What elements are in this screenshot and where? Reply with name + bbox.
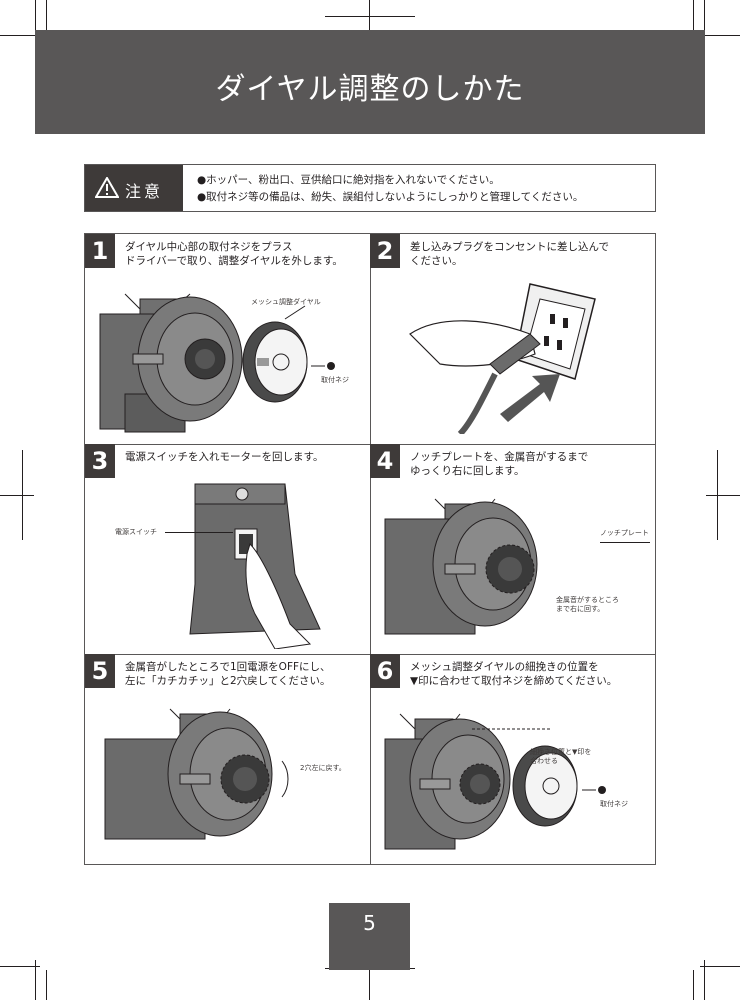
warning-icon: [95, 177, 119, 198]
step-number: 6: [370, 654, 400, 688]
step-2: 2 差し込みプラグをコンセントに差し込んで ください。: [370, 234, 655, 444]
step-text: 差し込みプラグをコンセントに差し込んで ください。: [410, 241, 609, 267]
callout-rotate-right: 金属音がするところ まで右に回す。: [556, 596, 619, 613]
callout-notch-plate: ノッチプレート: [600, 529, 649, 537]
align-dial-illustration: [384, 713, 606, 850]
caution-line: ●ホッパー、粉出口、豆供給口に絶対指を入れないでください。: [197, 174, 500, 186]
callout-align-fine: 細挽き位置と▼印を 合わせる: [530, 748, 592, 765]
plug-outlet-illustration: [409, 283, 596, 434]
callout-power-switch: 電源スイッチ: [115, 528, 157, 536]
page-number-box: 5: [329, 903, 410, 970]
callout-screw: 取付ネジ: [600, 800, 628, 808]
page-number: 5: [363, 911, 376, 935]
steps-grid: 1 ダイヤル中心部の取付ネジをプラス ドライバーで取り、調整ダイヤルを外します。…: [84, 233, 656, 865]
callout-mesh-dial: メッシュ調整ダイヤル: [251, 298, 321, 306]
caution-label: 注意: [85, 165, 183, 211]
step-3: 3 電源スイッチを入れモーターを回します。 電源スイッチ: [85, 444, 370, 654]
step-5: 5 金属音がしたところで1回電源をOFFにし、 左に「カチカチッ」と2穴戻してく…: [85, 654, 370, 864]
step-text: ダイヤル中心部の取付ネジをプラス ドライバーで取り、調整ダイヤルを外します。: [125, 241, 343, 267]
step-number: 3: [85, 444, 115, 478]
step-text: ノッチプレートを、金属音がするまで ゆっくり右に回します。: [410, 451, 589, 477]
step-number: 5: [85, 654, 115, 688]
step-number: 2: [370, 234, 400, 268]
caution-box: 注意 ●ホッパー、粉出口、豆供給口に絶対指を入れないでください。 ●取付ネジ等の…: [84, 164, 656, 212]
page-title: ダイヤル調整のしかた: [215, 72, 525, 107]
callout-two-notches-left: 2穴左に戻す。: [300, 764, 346, 772]
power-switch-illustration: [189, 483, 321, 649]
step-text: メッシュ調整ダイヤルの細挽きの位置を ▼印に合わせて取付ネジを締めてください。: [410, 661, 618, 687]
notch-plate-illustration: [384, 498, 538, 635]
step-1: 1 ダイヤル中心部の取付ネジをプラス ドライバーで取り、調整ダイヤルを外します。…: [85, 234, 370, 444]
reverse-two-notches-illustration: [104, 708, 289, 840]
step-6: 6 メッシュ調整ダイヤルの細挽きの位置を ▼印に合わせて取付ネジを締めてください…: [370, 654, 655, 864]
step-text: 金属音がしたところで1回電源をOFFにし、 左に「カチカチッ」と2穴戻してくださ…: [125, 661, 331, 687]
step-number: 1: [85, 234, 115, 268]
caution-line: ●取付ネジ等の備品は、紛失、誤組付しないようにしっかりと管理してください。: [197, 191, 584, 203]
step-number: 4: [370, 444, 400, 478]
grinder-dial-illustration: [99, 293, 335, 433]
step-4: 4 ノッチプレートを、金属音がするまで ゆっくり右に回します。 ノッチプレート …: [370, 444, 655, 654]
callout-screw: 取付ネジ: [321, 376, 349, 384]
header-banner: ダイヤル調整のしかた: [35, 30, 705, 134]
caution-label-text: 注意: [125, 182, 164, 201]
caution-text: ●ホッパー、粉出口、豆供給口に絶対指を入れないでください。 ●取付ネジ等の備品は…: [197, 172, 583, 206]
step-text: 電源スイッチを入れモーターを回します。: [125, 451, 324, 463]
